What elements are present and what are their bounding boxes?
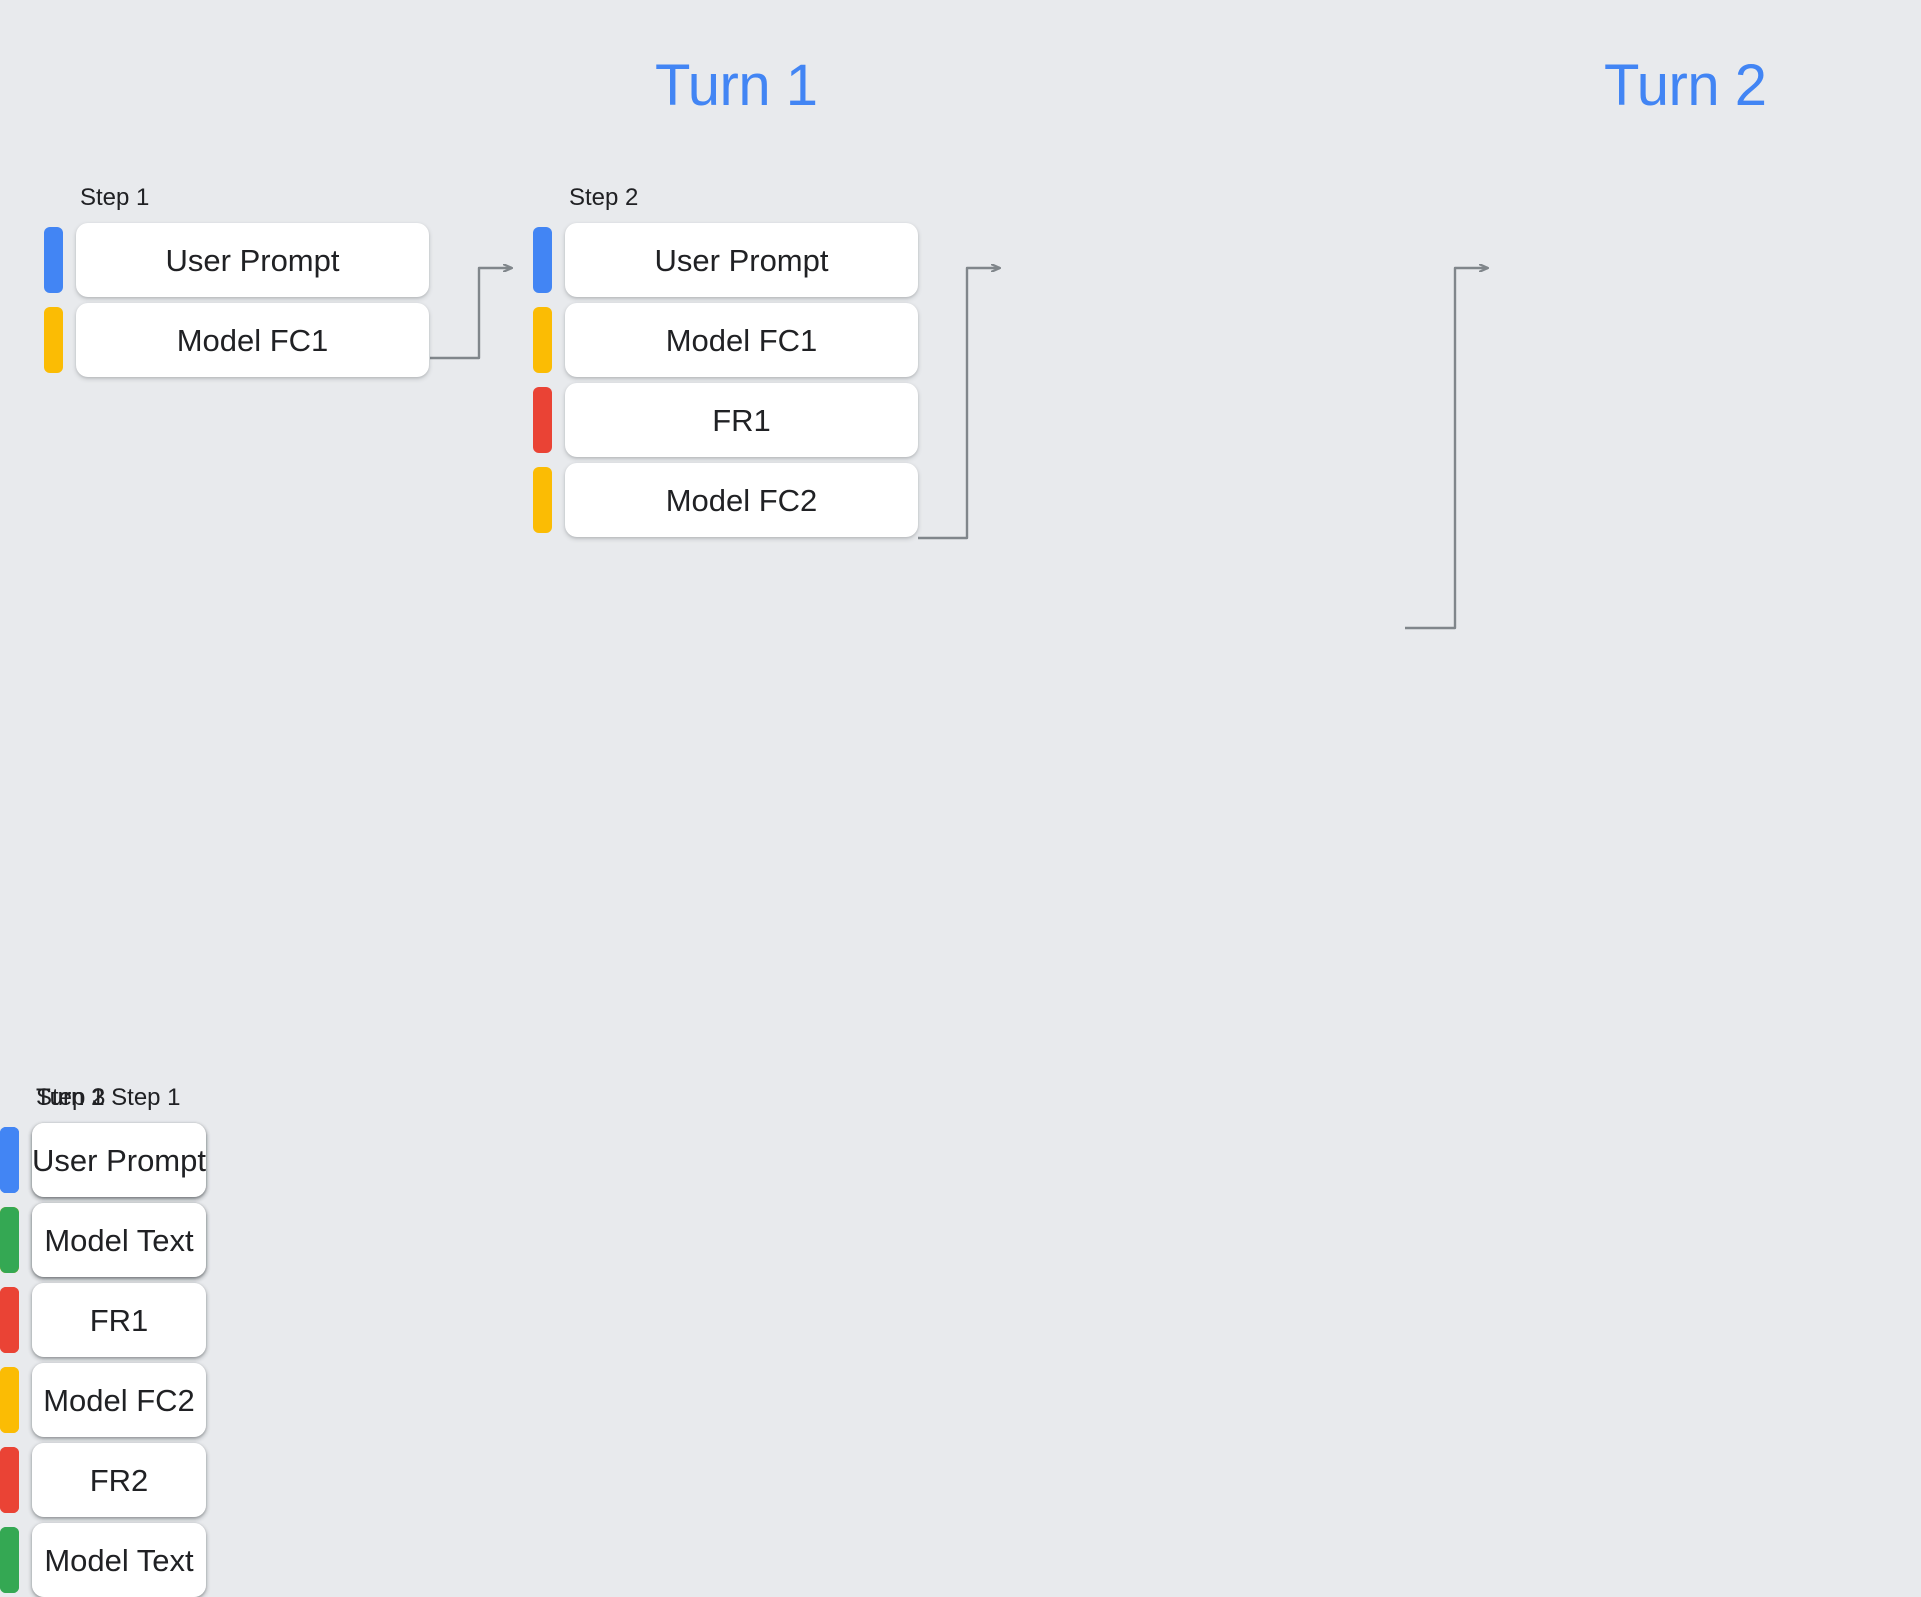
row-user-prompt[interactable]: User Prompt [0,1123,206,1197]
column-step-1: Step 1 User Prompt Model FC1 [44,186,429,377]
row-color-bar-blue [0,1127,19,1193]
row-fr1[interactable]: FR1 [533,383,918,457]
row-card[interactable]: User Prompt [76,223,429,297]
row-card[interactable]: Model FC2 [565,463,918,537]
row-color-bar-green [0,1207,19,1273]
row-card[interactable]: Model Text [32,1523,206,1597]
row-card-label: Model Text [44,1222,194,1258]
row-model-fc2[interactable]: Model FC2 [0,1363,206,1437]
row-user-prompt[interactable]: User Prompt [533,223,918,297]
row-card-label: Model FC1 [176,322,329,358]
row-card-label: User Prompt [165,242,340,278]
column-turn-2-step-1: Turn 2 Step 1 User Prompt Model Text [0,1086,206,1277]
row-model-fc1[interactable]: Model FC1 [533,303,918,377]
row-card[interactable]: Model Text [32,1203,206,1277]
row-list-step-2: User Prompt Model FC1 FR1 Model FC2 [533,223,918,537]
row-model-text[interactable]: Model Text [0,1523,206,1597]
row-list-turn-2-step-1: User Prompt Model Text [0,1123,206,1277]
row-card[interactable]: User Prompt [565,223,918,297]
row-fr2[interactable]: FR2 [0,1443,206,1517]
row-card-label: User Prompt [654,242,829,278]
row-card-label: FR2 [89,1462,149,1498]
row-color-bar-red [0,1287,19,1353]
row-color-bar-blue [44,227,63,293]
column-label-step-1: Step 1 [80,184,150,211]
row-card[interactable]: Model FC2 [32,1363,206,1437]
connector-step3-to-turn2 [1405,268,1488,630]
row-color-bar-red [533,387,552,453]
row-color-bar-yellow [533,307,552,373]
row-card-label: FR1 [712,402,771,438]
row-color-bar-yellow [0,1367,19,1433]
turn-2-heading: Turn 2 [1604,53,1767,118]
row-card-label: FR1 [89,1302,149,1338]
connector-step2-to-step3 [918,268,1000,540]
row-list-step-1: User Prompt Model FC1 [44,223,429,377]
row-user-prompt[interactable]: User Prompt [44,223,429,297]
row-card[interactable]: FR1 [565,383,918,457]
connector-step1-to-step2 [430,268,512,360]
row-model-fc2[interactable]: Model FC2 [533,463,918,537]
row-card[interactable]: User Prompt [32,1123,206,1197]
row-card-label: User Prompt [32,1142,206,1178]
row-card[interactable]: Model FC1 [565,303,918,377]
row-color-bar-red [0,1447,19,1513]
row-color-bar-green [0,1527,19,1593]
row-card-label: Model FC2 [665,482,818,518]
row-model-text[interactable]: Model Text [0,1203,206,1277]
row-card-label: Model Text [44,1542,194,1578]
row-card-label: Model FC2 [43,1382,195,1418]
row-model-fc1[interactable]: Model FC1 [44,303,429,377]
row-color-bar-yellow [533,467,552,533]
column-label-turn-2-step-1: Turn 2 Step 1 [36,1084,181,1111]
turn-1-heading: Turn 1 [655,53,818,118]
connector-layer [430,0,1921,630]
row-card[interactable]: Model FC1 [76,303,429,377]
column-label-step-2: Step 2 [569,184,639,211]
row-card[interactable]: FR1 [32,1283,206,1357]
row-color-bar-blue [533,227,552,293]
row-color-bar-yellow [44,307,63,373]
row-card[interactable]: FR2 [32,1443,206,1517]
column-step-2: Step 2 User Prompt Model FC1 FR1 [533,186,918,537]
row-fr1[interactable]: FR1 [0,1283,206,1357]
row-card-label: Model FC1 [665,322,818,358]
